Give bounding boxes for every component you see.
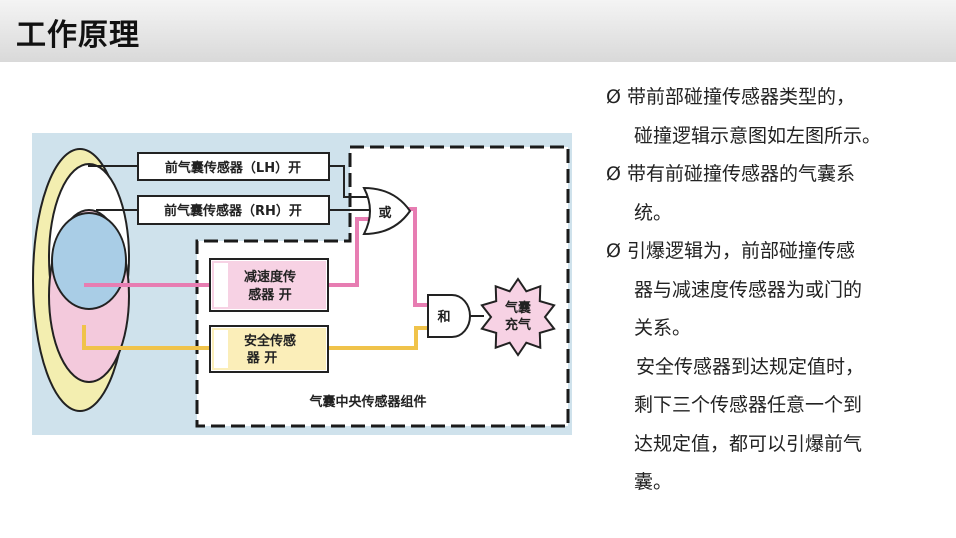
airbag-starburst [480, 277, 556, 357]
decel-sensor-inner-white [214, 263, 228, 307]
safe-sensor-label-2: 器 开 [246, 351, 278, 366]
safe-sensor-inner-white [214, 330, 228, 368]
decel-sensor-fill [212, 261, 326, 309]
decel-sensor-label-1: 减速度传 [244, 269, 296, 285]
bullet-marker: Ø [606, 240, 621, 262]
bullet-3-line-3: 关系。 [634, 317, 692, 339]
front-sensor-rh-box [137, 195, 330, 225]
bullet-3-line-4: 安全传感器到达规定值时， [636, 355, 865, 378]
bullet-3-line-2: 器与减速度传感器为或门的 [634, 278, 863, 301]
airbag-label-2: 充气 [505, 317, 531, 333]
front-sensor-lh-box [137, 152, 330, 181]
bullet-1-line-2: 碰撞逻辑示意图如左图所示。 [634, 124, 882, 147]
airbag-label-1: 气囊 [505, 300, 532, 316]
diagram-canvas: 前气囊传感器（LH）开 前气囊传感器（RH）开 减速度传 感器 开 安全传感 器… [32, 145, 570, 428]
collision-logic-diagram: 前气囊传感器（LH）开 前气囊传感器（RH）开 减速度传 感器 开 安全传感 器… [32, 133, 572, 435]
safe-sensor-fill [212, 328, 326, 370]
wire-lh-right [329, 165, 372, 198]
wire-decel-right [328, 217, 374, 287]
bullet-marker: Ø [606, 86, 621, 108]
bullet-3-line-5: 剩下三个传感器任意一个到 [634, 394, 863, 416]
central-module-label: 气囊中央传感器组件 [309, 394, 426, 410]
front-sensor-rh-label: 前气囊传感器（RH）开 [164, 203, 302, 219]
or-gate-label: 或 [378, 205, 391, 221]
bullet-3-line-7: 囊。 [634, 471, 673, 493]
bullet-2-line-2: 统。 [634, 201, 673, 224]
or-gate-shape [362, 186, 412, 236]
title-bar: 工作原理 [0, 0, 956, 62]
wire-safe-left [82, 325, 210, 350]
safe-sensor-label-1: 安全传感 [244, 333, 296, 349]
front-sensor-lh-label: 前气囊传感器（LH）开 [165, 160, 301, 176]
and-gate-shape [427, 294, 471, 338]
wire-safe-right [328, 326, 428, 350]
bullet-3-line-6: 达规定值，都可以引爆前气 [634, 432, 863, 455]
and-gate-label: 和 [437, 309, 450, 325]
bullet-marker: Ø [606, 163, 621, 185]
vehicle-center-ellipse [51, 212, 127, 310]
decel-sensor-label-2: 感器 开 [248, 287, 292, 303]
page-title: 工作原理 [16, 18, 140, 53]
